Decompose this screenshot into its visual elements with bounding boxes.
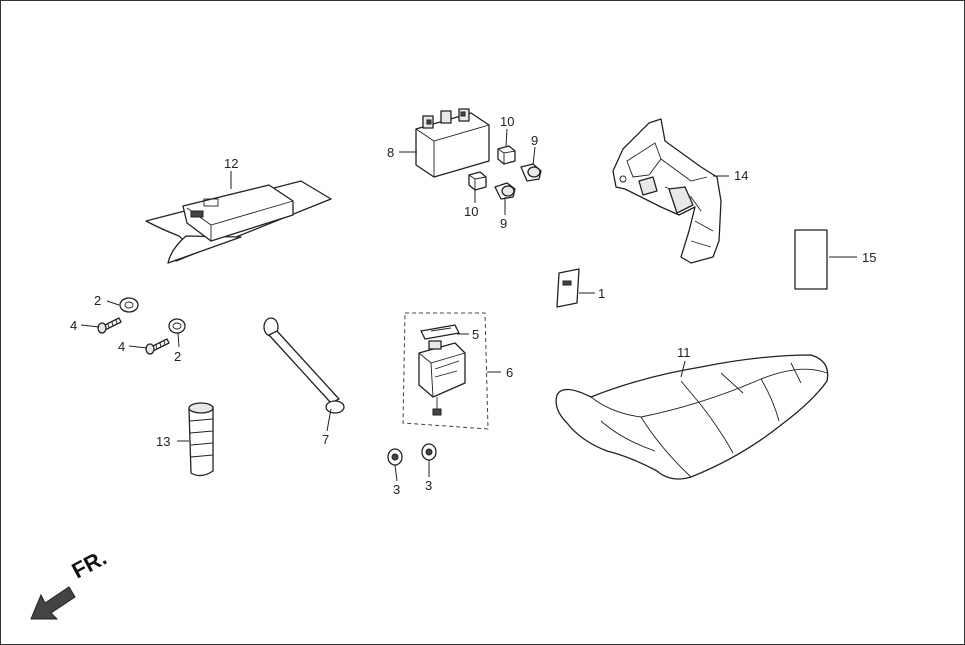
callout-15: 15 [862,250,876,265]
callout-5: 5 [472,327,479,342]
part-2-washer-upper [119,297,139,313]
callout-11: 11 [677,345,691,360]
callout-4-upper: 4 [70,318,77,333]
part-7-strap [263,317,345,414]
callout-13: 13 [156,434,170,449]
part-10-nut-upper [497,145,516,165]
part-13-rubber-sleeve [188,402,214,477]
callout-2-upper: 2 [94,293,101,308]
part-6-regulator [402,312,489,430]
part-8-battery [415,108,490,178]
callout-6: 6 [506,365,513,380]
callout-7: 7 [322,432,329,447]
callout-10-upper: 10 [500,114,514,129]
callout-12: 12 [224,156,238,171]
callout-9-lower: 9 [500,216,507,231]
callout-10-lower: 10 [464,204,478,219]
part-15-label-plate [794,229,828,290]
part-3-nut-left [387,448,403,466]
part-5-bracket [420,324,460,340]
part-14-rear-fender-inner [612,118,722,264]
callout-3-right: 3 [425,478,432,493]
part-1-tag [556,268,580,308]
leader-lines [80,128,857,482]
part-10-nut-lower [468,171,487,191]
callout-14: 14 [734,168,748,183]
arrow-front-icon [30,586,76,620]
callout-9-upper: 9 [531,133,538,148]
part-9-bolt-upper [520,163,542,182]
part-4-screw-lower [145,338,170,355]
part-3-nut-right [421,443,437,461]
callouts: 12 8 10 9 10 9 14 15 1 2 4 4 2 5 6 7 13 … [70,114,876,497]
part-2-washer-lower [168,318,186,334]
part-12-tool-tray [145,180,332,264]
part-9-bolt-lower [494,182,516,200]
callout-3-left: 3 [393,482,400,497]
callout-8: 8 [387,145,394,160]
callout-2-lower: 2 [174,349,181,364]
callout-4-lower: 4 [118,339,125,354]
part-11-seat [555,354,829,480]
callout-1: 1 [598,286,605,301]
direction-label: FR. [68,545,111,584]
part-4-screw-upper [97,317,122,334]
direction-indicator: FR. [30,545,111,620]
